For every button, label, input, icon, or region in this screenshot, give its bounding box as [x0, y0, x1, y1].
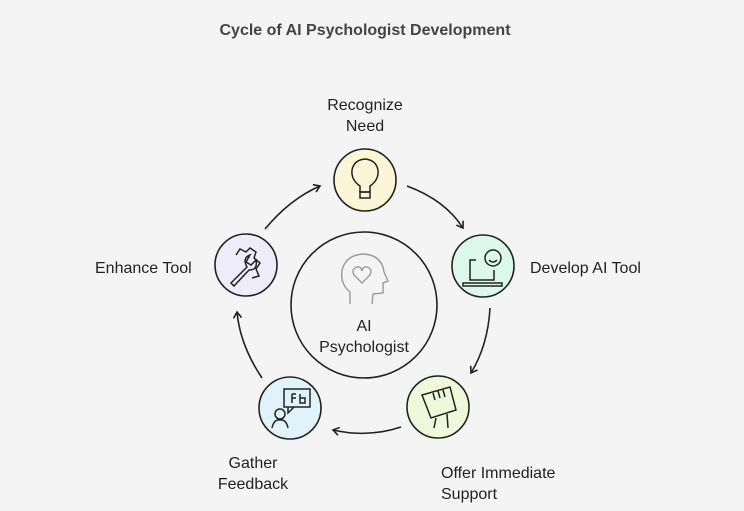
center-circle	[290, 231, 438, 379]
node-label-enhance-tool: Enhance Tool	[95, 260, 192, 277]
laptop-chat-icon	[462, 249, 503, 287]
arrow-develop-to-support	[469, 307, 491, 375]
label-line: Offer Immediate	[441, 465, 556, 482]
label-line: Gather	[228, 455, 278, 472]
raised-fist-icon	[421, 386, 457, 429]
wrench-gear-icon	[229, 247, 261, 288]
center-label-line: Psychologist	[319, 339, 409, 356]
node-gather-feedback	[258, 376, 322, 440]
node-offer-support	[406, 375, 470, 439]
node-label-gather-feedback: Gather Feedback	[203, 453, 303, 495]
label-line: Support	[441, 486, 498, 503]
lightbulb-icon	[351, 158, 379, 199]
node-label-recognize-need: Recognize Need	[305, 95, 425, 137]
arrow-need-to-develop	[406, 185, 464, 230]
label-line: Recognize	[327, 97, 403, 114]
arrow-feedback-to-enhance	[232, 310, 263, 379]
center-label: AI Psychologist	[304, 316, 424, 358]
node-recognize-need	[333, 148, 397, 212]
label-line: Need	[345, 118, 385, 135]
person-speech-icon	[271, 388, 311, 429]
node-label-offer-support: Offer Immediate Support	[441, 463, 555, 505]
node-label-develop-ai-tool: Develop AI Tool	[530, 260, 641, 277]
label-line: Feedback	[217, 476, 289, 493]
arrow-enhance-to-need	[264, 183, 322, 230]
node-develop-ai-tool	[451, 234, 515, 298]
head-heart-icon	[340, 253, 389, 305]
diagram-title: Cycle of AI Psychologist Development	[219, 22, 511, 39]
arrow-support-to-feedback	[331, 426, 402, 436]
center-label-line: AI	[356, 318, 372, 335]
